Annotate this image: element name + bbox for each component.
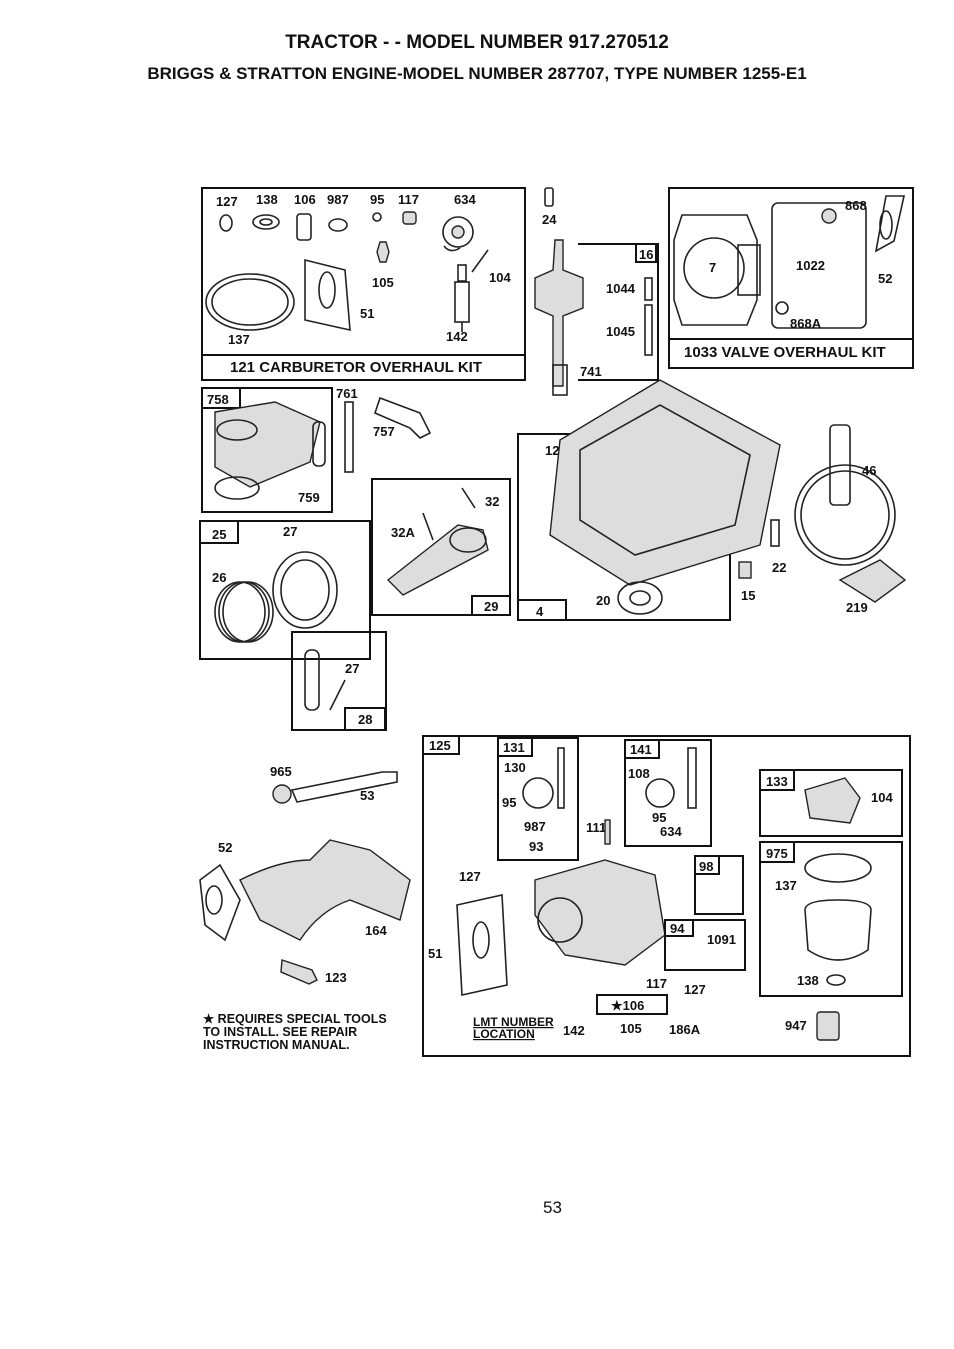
part-965: 965 — [270, 764, 292, 779]
page-subtitle: BRIGGS & STRATTON ENGINE-MODEL NUMBER 28… — [147, 64, 807, 83]
part-27b: 27 — [345, 661, 359, 676]
part-51: 51 — [360, 306, 374, 321]
part-947: 947 — [785, 1018, 807, 1033]
part-987: 987 — [327, 192, 349, 207]
limit-number-label-2: LOCATION — [473, 1027, 535, 1041]
part-758-box: 758 759 — [201, 387, 333, 513]
special-tools-note: ★ REQUIRES SPECIAL TOOLS TO INSTALL. SEE… — [203, 1013, 423, 1052]
part-137b: 137 — [775, 878, 797, 893]
part-987b: 987 — [524, 819, 546, 834]
part-104: 104 — [489, 270, 511, 285]
box-98-label: 98 — [699, 859, 713, 874]
page-title: TRACTOR - - MODEL NUMBER 917.270512 — [285, 32, 669, 53]
part-1022: 1022 — [796, 258, 825, 273]
crankshaft-box: 16 24 1044 1045 741 — [534, 187, 659, 396]
page-number: 53 — [543, 1198, 562, 1217]
part-1045: 1045 — [606, 324, 635, 339]
part-16: 16 — [639, 247, 653, 262]
part-32a: 32A — [391, 525, 415, 540]
part-95a: 95 — [502, 795, 516, 810]
box-133-label: 133 — [766, 774, 788, 789]
note-line-1: ★ REQUIRES SPECIAL TOOLS — [203, 1012, 387, 1026]
carburetor-kit-label: 121 CARBURETOR OVERHAUL KIT — [230, 359, 482, 376]
part-106: 106 — [294, 192, 316, 207]
valve-kit-label: 1033 VALVE OVERHAUL KIT — [684, 344, 886, 361]
connecting-rod-box: 29 32 32A — [371, 478, 511, 616]
part-127c: 127 — [459, 869, 481, 884]
part-52b: 52 — [218, 840, 232, 855]
part-138b: 138 — [797, 973, 819, 988]
part-142: 142 — [446, 329, 468, 344]
part-741: 741 — [580, 364, 602, 379]
carburetor-overhaul-kit-box: 121 CARBURETOR OVERHAUL KIT 127 138 106 … — [201, 187, 526, 381]
part-868: 868 — [845, 198, 867, 213]
part-127: 127 — [216, 194, 238, 209]
part-20: 20 — [596, 593, 610, 608]
part-7: 7 — [709, 260, 716, 275]
part-868a: 868A — [790, 316, 822, 331]
part-117: 117 — [398, 192, 419, 207]
part-95: 95 — [370, 192, 384, 207]
valve-overhaul-kit-box: 1033 VALVE OVERHAUL KIT 7 1022 868 52 86… — [668, 187, 914, 369]
part-761: 761 — [336, 386, 358, 401]
part-95b: 95 — [652, 810, 666, 825]
part-46: 46 — [862, 463, 876, 478]
part-108: 108 — [628, 766, 650, 781]
part-117b: 117 — [646, 976, 667, 991]
part-164: 164 — [365, 923, 387, 938]
box-975-label: 975 — [766, 846, 788, 861]
box-131-label: 131 — [503, 740, 525, 755]
part-15: 15 — [741, 588, 755, 603]
piston-pin-box: 28 27 — [291, 631, 387, 731]
part-757: 757 — [373, 424, 395, 439]
part-634b: 634 — [660, 824, 682, 839]
intake-group: 965 53 52 164 123 — [199, 764, 411, 985]
part-137: 137 — [228, 332, 250, 347]
part-27a: 27 — [283, 524, 297, 539]
part-142b: 142 — [563, 1023, 585, 1038]
part-186a: 186A — [669, 1022, 701, 1037]
part-105b: 105 — [620, 1021, 642, 1036]
box-29-label: 29 — [484, 599, 498, 614]
box-28-label: 28 — [358, 712, 372, 727]
box-25-label: 25 — [212, 527, 226, 542]
part-138: 138 — [256, 192, 278, 207]
part-130: 130 — [504, 760, 526, 775]
crankcase-box: 4 12 20 — [517, 379, 781, 621]
part-634: 634 — [454, 192, 476, 207]
box-758-label: 758 — [207, 392, 229, 407]
note-line-2: TO INSTALL. SEE REPAIR — [203, 1025, 358, 1039]
part-52: 52 — [878, 271, 892, 286]
note-line-3: INSTRUCTION MANUAL. — [203, 1038, 350, 1052]
part-53: 53 — [360, 788, 374, 803]
limit-number-label-1: LMT NUMBER — [473, 1015, 554, 1029]
part-759: 759 — [298, 490, 320, 505]
part-32: 32 — [485, 494, 499, 509]
part-105: 105 — [372, 275, 394, 290]
piston-box: 25 27 26 — [199, 520, 371, 660]
part-1044: 1044 — [606, 281, 636, 296]
part-26: 26 — [212, 570, 226, 585]
box-106-label: ★106 — [611, 998, 644, 1013]
part-127d: 127 — [684, 982, 706, 997]
part-104b: 104 — [871, 790, 893, 805]
box-4-label: 4 — [536, 604, 544, 619]
part-123: 123 — [325, 970, 347, 985]
part-219: 219 — [846, 600, 868, 615]
part-12: 12 — [545, 443, 559, 458]
part-93: 93 — [529, 839, 543, 854]
camshaft-group: 46 22 15 219 — [738, 424, 907, 615]
box-141-label: 141 — [630, 742, 652, 757]
part-111: 111 — [586, 820, 606, 835]
box-94-label: 94 — [670, 921, 685, 936]
part-51b: 51 — [428, 946, 442, 961]
carburetor-assembly-box: 125 131 130 95 987 93 111 141 108 95 634… — [422, 735, 911, 1057]
box-125-label: 125 — [429, 738, 451, 753]
part-24: 24 — [542, 212, 557, 227]
part-1091: 1091 — [707, 932, 736, 947]
part-22: 22 — [772, 560, 786, 575]
